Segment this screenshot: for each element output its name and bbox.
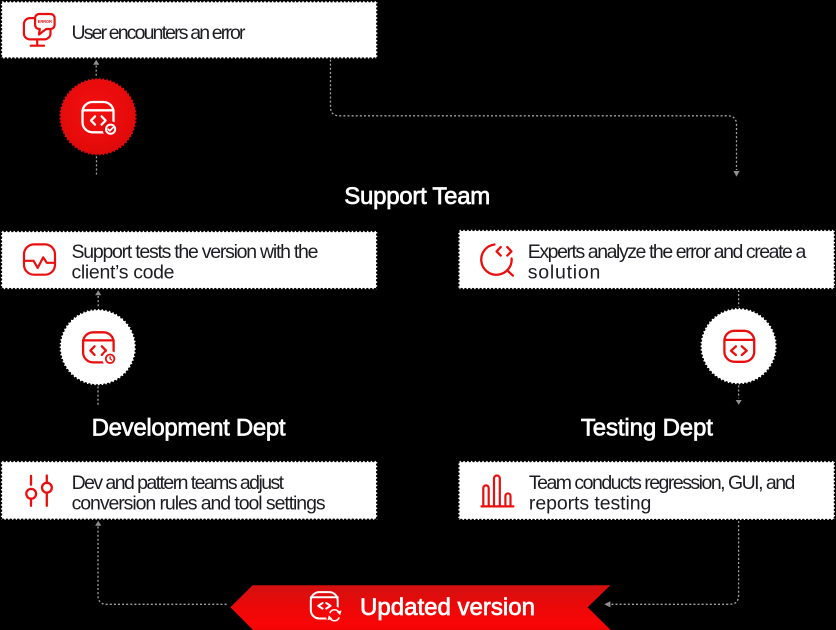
svg-text:Development Dept: Development Dept (92, 414, 286, 441)
svg-text:Experts analyze the error and: Experts analyze the error and create a (528, 241, 807, 263)
svg-text:Team conducts regression, GUI,: Team conducts regression, GUI, and (529, 472, 796, 494)
svg-text:User encounters an error: User encounters an error (72, 22, 247, 44)
svg-text:solution: solution (528, 261, 601, 283)
svg-text:Testing Dept: Testing Dept (581, 415, 713, 442)
svg-text:client’s code: client’s code (72, 261, 175, 283)
svg-text:reports testing: reports testing (529, 493, 652, 515)
svg-text:Support tests the version with: Support tests the version with the (72, 241, 319, 263)
svg-text:Updated version: Updated version (360, 594, 535, 621)
svg-text:Support Team: Support Team (344, 183, 490, 210)
svg-text:conversion rules and tool sett: conversion rules and tool settings (72, 493, 326, 515)
svg-text:ERROR: ERROR (38, 19, 53, 24)
svg-text:Dev and pattern teams adjust: Dev and pattern teams adjust (72, 472, 285, 494)
